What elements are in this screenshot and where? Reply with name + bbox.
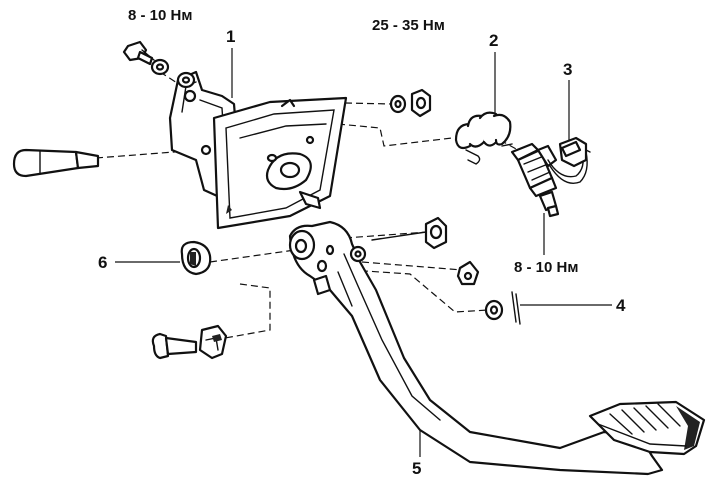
part-washer: [484, 291, 521, 325]
callout-6: 6: [98, 253, 107, 272]
torque-label-bolt: 8 - 10 Нм: [128, 7, 192, 24]
part-return-spring: [454, 111, 513, 165]
part-pedal-bracket: [168, 70, 348, 230]
part-connector: [558, 136, 591, 168]
part-clevis-pin: [151, 324, 228, 360]
part-small-clip: [456, 260, 480, 286]
part-nut: [389, 88, 432, 118]
callout-1: 1: [226, 27, 235, 46]
torque-label-nut: 25 - 35 Нм: [372, 17, 445, 34]
part-brake-pedal: [288, 220, 706, 476]
callout-4: 4: [616, 296, 626, 315]
callout-2: 2: [489, 31, 498, 50]
part-top-bolt: [122, 40, 196, 89]
callout-3: 3: [563, 60, 572, 79]
callout-5: 5: [412, 459, 421, 478]
part-upper-bush: [371, 216, 448, 250]
part-bushing: [180, 240, 212, 276]
part-stop-lamp-switch: [510, 142, 588, 218]
assembly-guide-lines: [95, 71, 519, 339]
torque-label-switch: 8 - 10 Нм: [514, 259, 578, 276]
part-pivot-pin: [12, 148, 100, 178]
